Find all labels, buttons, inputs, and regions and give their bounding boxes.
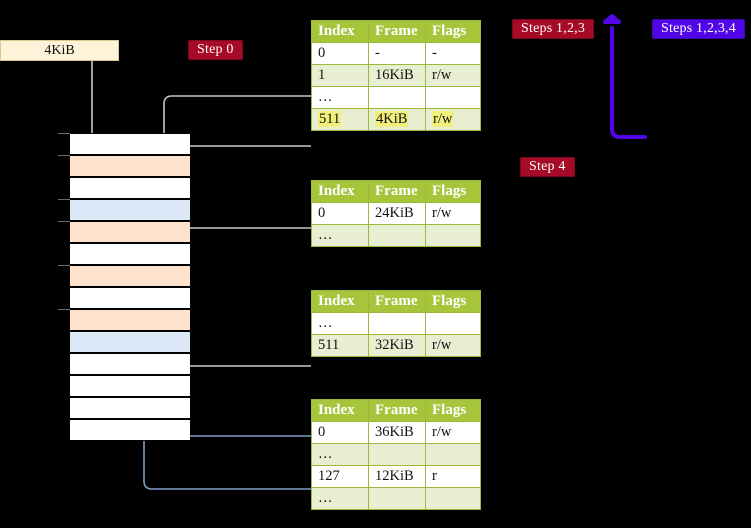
- badge-steps-123: Steps 1,2,3: [512, 19, 595, 39]
- memory-frame-row: [70, 133, 190, 155]
- cell-flags: r/w: [425, 334, 481, 357]
- highlighted-value: 4KiB: [375, 111, 409, 127]
- memory-frame-row: [70, 287, 190, 309]
- cell-frame: [368, 443, 426, 466]
- cell-flags: r/w: [425, 202, 481, 225]
- memory-row-tick: [58, 133, 70, 134]
- physical-memory-column: [58, 133, 190, 441]
- cell-frame: -: [368, 42, 426, 65]
- table-row: 511 4KiB r/w: [311, 108, 481, 131]
- badge-step-4: Step 4: [520, 157, 575, 177]
- table-header-index: Index: [311, 399, 369, 422]
- memory-frame-row: [70, 243, 190, 265]
- table-header-frame: Frame: [368, 20, 426, 43]
- cell-frame: 36KiB: [368, 421, 426, 444]
- table-header-flags: Flags: [425, 290, 481, 313]
- cell-index: 511: [311, 108, 369, 131]
- cell-index: 127: [311, 465, 369, 488]
- cell-index: 0: [311, 202, 369, 225]
- cell-flags: r/w: [425, 108, 481, 131]
- memory-frame-row: [70, 199, 190, 221]
- cell-frame: 16KiB: [368, 64, 426, 87]
- memory-frame-row: [70, 397, 190, 419]
- table-header-frame: Frame: [368, 290, 426, 313]
- cell-frame: 32KiB: [368, 334, 426, 357]
- highlighted-value: r/w: [432, 111, 454, 127]
- cell-index: 0: [311, 42, 369, 65]
- highlighted-value: 511: [318, 111, 342, 127]
- cell-flags: r: [425, 465, 481, 488]
- memory-frame-row: [70, 177, 190, 199]
- memory-row-tick: [58, 309, 70, 310]
- cell-flags: [425, 86, 481, 109]
- cell-index: …: [311, 487, 369, 510]
- cell-frame: [368, 86, 426, 109]
- cell-frame: [368, 224, 426, 247]
- table-header-flags: Flags: [425, 180, 481, 203]
- table-header-index: Index: [311, 20, 369, 43]
- cell-index: …: [311, 312, 369, 335]
- memory-frame-row: [70, 375, 190, 397]
- cell-index: 1: [311, 64, 369, 87]
- cell-flags: -: [425, 42, 481, 65]
- table-header-frame: Frame: [368, 399, 426, 422]
- memory-frame-row: [70, 265, 190, 287]
- table-header-index: Index: [311, 290, 369, 313]
- memory-frame-row: [70, 419, 190, 441]
- table-header-flags: Flags: [425, 399, 481, 422]
- table-row: …: [311, 443, 481, 466]
- cell-index: …: [311, 86, 369, 109]
- cell-frame: 4KiB: [368, 108, 426, 131]
- badge-steps-1234: Steps 1,2,3,4: [652, 19, 745, 39]
- table-header-index: Index: [311, 180, 369, 203]
- memory-size-label: 4KiB: [44, 42, 75, 58]
- table-header-frame: Frame: [368, 180, 426, 203]
- cell-frame: [368, 487, 426, 510]
- table-row: …: [311, 312, 481, 335]
- table-row: 0--: [311, 42, 481, 65]
- table-row: …: [311, 86, 481, 109]
- cell-index: 0: [311, 421, 369, 444]
- cell-flags: r/w: [425, 64, 481, 87]
- memory-frame-row: [70, 353, 190, 375]
- cell-frame: 12KiB: [368, 465, 426, 488]
- memory-frame-row: [70, 155, 190, 177]
- table-header-flags: Flags: [425, 20, 481, 43]
- table-row: …: [311, 224, 481, 247]
- memory-row-tick: [58, 221, 70, 222]
- cell-index: …: [311, 224, 369, 247]
- cell-flags: [425, 487, 481, 510]
- cell-flags: [425, 443, 481, 466]
- cell-frame: [368, 312, 426, 335]
- memory-row-tick: [58, 155, 70, 156]
- cell-index: 511: [311, 334, 369, 357]
- memory-frame-row: [70, 331, 190, 353]
- cell-flags: r/w: [425, 421, 481, 444]
- memory-size-box: 4KiB: [0, 40, 119, 61]
- memory-frame-row: [70, 221, 190, 243]
- table-row: …: [311, 487, 481, 510]
- cell-index: …: [311, 443, 369, 466]
- badge-step-0: Step 0: [188, 40, 243, 60]
- memory-row-tick: [58, 199, 70, 200]
- cell-flags: [425, 312, 481, 335]
- cell-frame: 24KiB: [368, 202, 426, 225]
- cell-flags: [425, 224, 481, 247]
- memory-frame-row: [70, 309, 190, 331]
- memory-row-tick: [58, 265, 70, 266]
